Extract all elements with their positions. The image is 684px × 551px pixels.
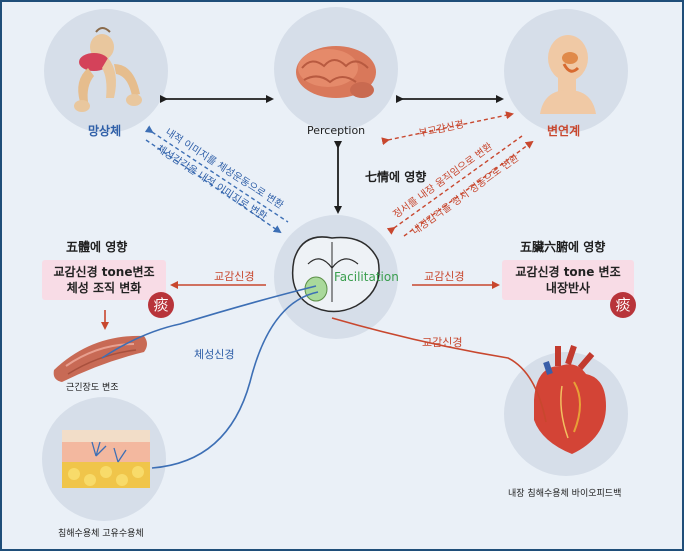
- sensory-to-image-arrow: [145, 139, 282, 234]
- sympathetic-right-label: 교감신경: [424, 270, 465, 283]
- muscle-tone-label: 근긴장도 변조: [66, 383, 119, 393]
- five-body-heading: 五體에 영향: [66, 240, 128, 254]
- somatic-nerve-to-muscle: [101, 285, 317, 359]
- sympathetic-left-label: 교감신경: [214, 270, 255, 283]
- brain-illustration: [296, 46, 376, 98]
- visceral-to-emotion-arrow: [403, 140, 534, 237]
- reticular-formation-label: 망상체: [88, 124, 122, 138]
- visceral-biofeedback-label: 내장 침해수용체 바이오피드백: [508, 489, 622, 499]
- visceral-effect-box: 교감신경 tone 변조 내장반사: [502, 260, 634, 300]
- sympathetic-nerve-to-heart: [331, 317, 547, 423]
- limbic-system-label: 변연계: [547, 124, 581, 138]
- muscle-illustration: [53, 335, 147, 382]
- visceral-box-line1: 교감신경 tone 변조: [515, 265, 621, 279]
- phlegm-seal-right: 痰: [610, 292, 636, 318]
- receptors-label: 침해수용체 고유수용체: [58, 529, 144, 539]
- parasympathetic-arrow: [381, 111, 514, 146]
- somatic-nerve-to-skin: [151, 291, 319, 469]
- sympathetic-heart-label: 교감신경: [422, 336, 463, 349]
- head-silhouette-illustration: [540, 35, 596, 114]
- somatic-nerve-label: 체성신경: [194, 348, 235, 361]
- perception-label: Perception: [307, 124, 366, 137]
- seven-emotions-label: 七情에 영향: [365, 170, 427, 184]
- somatic-box-line1: 교감신경 tone변조: [53, 265, 155, 279]
- facilitation-label: Facilitation: [334, 270, 399, 284]
- visceral-box-line2: 내장반사: [545, 281, 591, 295]
- somatic-box-line2: 체성 조직 변화: [66, 281, 142, 295]
- emotion-to-visceral-arrow: [386, 135, 523, 235]
- five-organs-heading: 五臟六腑에 영향: [520, 240, 606, 254]
- phlegm-seal-left: 痰: [148, 292, 174, 318]
- heart-illustration: [534, 345, 606, 454]
- homunculus-figure: [74, 27, 142, 112]
- image-to-motor-arrow: [144, 125, 289, 223]
- somatic-effect-box: 교감신경 tone변조 체성 조직 변화: [42, 260, 166, 300]
- skin-cross-section: [62, 430, 150, 488]
